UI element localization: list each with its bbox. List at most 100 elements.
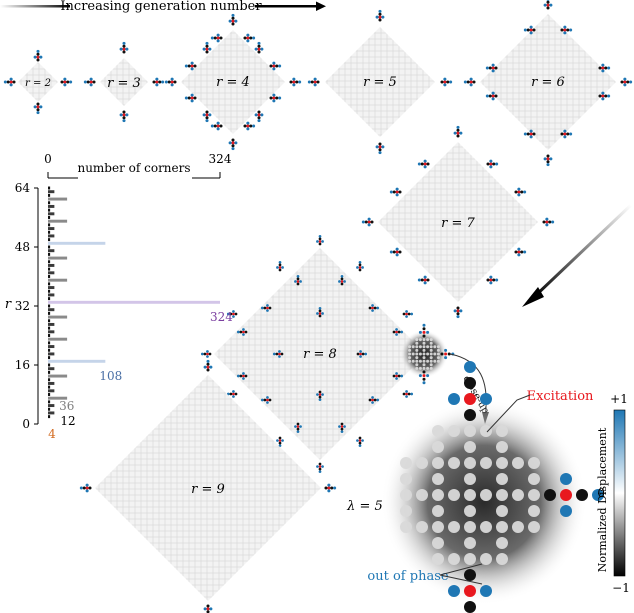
- node-dot: [219, 36, 223, 40]
- lattice-diamond: [325, 27, 435, 137]
- corner-cluster: [79, 483, 92, 493]
- node-dot: [371, 309, 374, 312]
- node-dot: [242, 377, 245, 380]
- node-dot: [368, 306, 372, 310]
- node-dot: [321, 393, 324, 396]
- node-dot: [464, 377, 476, 389]
- lattice-dot: [512, 489, 524, 501]
- node-dot: [296, 277, 300, 281]
- node-dot: [190, 67, 194, 71]
- node-dot: [36, 49, 40, 53]
- node-dot: [228, 141, 232, 145]
- node-dot: [456, 128, 460, 132]
- node-dot: [122, 119, 126, 123]
- lattice-dot: [400, 521, 412, 533]
- corner-cluster: [33, 49, 43, 62]
- node-dot: [122, 116, 126, 120]
- node-dot: [193, 64, 197, 68]
- excitation-label: Excitation: [527, 389, 594, 404]
- lattice-dot: [415, 341, 419, 345]
- node-dot: [6, 80, 10, 84]
- lattice-dot: [400, 473, 412, 485]
- node-dot: [491, 97, 495, 101]
- node-dot: [33, 105, 37, 109]
- node-dot: [426, 330, 430, 334]
- node-dot: [155, 77, 159, 81]
- node-dot: [266, 398, 269, 402]
- lattice-dot: [528, 521, 540, 533]
- node-dot: [200, 352, 204, 356]
- corner-cluster: [202, 41, 212, 54]
- node-dot: [464, 409, 476, 421]
- node-dot: [257, 41, 261, 45]
- diamond-r3: r = 3: [83, 41, 165, 123]
- node-dot: [318, 306, 322, 310]
- node-dot: [210, 36, 214, 40]
- node-dot: [266, 304, 269, 307]
- node-dot: [318, 234, 322, 238]
- node-dot: [464, 569, 476, 581]
- node-dot: [296, 274, 300, 278]
- corner-cluster: [598, 91, 611, 101]
- corner-cluster: [560, 25, 573, 35]
- node-dot: [205, 119, 209, 123]
- generation-label: r = 4: [216, 75, 250, 90]
- bar: [48, 282, 51, 286]
- lattice-dot: [418, 345, 422, 349]
- node-dot: [272, 352, 276, 356]
- lattice-dot: [422, 348, 426, 352]
- node-dot: [232, 310, 235, 313]
- node-dot: [532, 28, 536, 32]
- node-dot: [122, 113, 126, 117]
- node-dot: [358, 260, 362, 264]
- node-dot: [289, 80, 293, 84]
- node-dot: [563, 129, 567, 133]
- lattice-dot: [426, 359, 430, 363]
- lattice-diamond: [100, 58, 148, 106]
- node-dot: [260, 306, 264, 310]
- node-dot: [327, 486, 331, 490]
- node-dot: [491, 63, 495, 67]
- node-dot: [378, 148, 382, 152]
- node-dot: [167, 80, 171, 84]
- node-dot: [356, 439, 359, 442]
- node-dot: [239, 374, 243, 378]
- bar: [48, 319, 51, 323]
- lattice-diamond: [95, 375, 321, 601]
- node-dot: [266, 306, 269, 310]
- node-dot: [122, 47, 126, 51]
- node-dot: [263, 398, 267, 402]
- node-dot: [405, 392, 408, 396]
- node-dot: [292, 77, 296, 81]
- corner-cluster: [119, 110, 129, 123]
- node-dot: [272, 96, 276, 100]
- bar: [48, 315, 68, 319]
- node-dot: [549, 3, 553, 7]
- node-dot: [122, 50, 126, 54]
- bar: [48, 193, 51, 197]
- node-dot: [155, 80, 159, 84]
- node-dot: [281, 439, 284, 442]
- corner-cluster: [83, 77, 96, 87]
- lattice-dot: [436, 352, 440, 356]
- node-dot: [316, 240, 319, 243]
- node-dot: [69, 80, 73, 84]
- node-dot: [122, 44, 126, 48]
- node-dot: [296, 422, 300, 426]
- lattice-dot: [415, 363, 419, 367]
- out-of-phase-label: out of phase: [367, 569, 448, 584]
- node-dot: [449, 80, 453, 84]
- node-dot: [405, 395, 408, 398]
- node-dot: [456, 312, 460, 316]
- node-dot: [378, 151, 382, 155]
- corner-cluster: [236, 372, 248, 380]
- node-dot: [272, 67, 276, 71]
- corner-cluster: [375, 9, 385, 22]
- node-dot: [266, 401, 269, 404]
- node-dot: [292, 83, 296, 87]
- node-dot: [276, 266, 279, 269]
- node-dot: [232, 315, 235, 318]
- node-dot: [216, 33, 220, 37]
- bar: [48, 293, 55, 297]
